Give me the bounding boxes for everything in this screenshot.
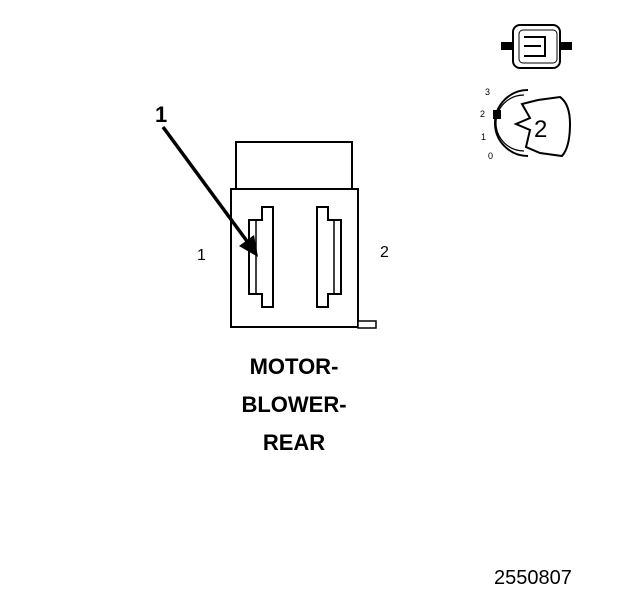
callout-number: 1 (155, 102, 168, 127)
callout-arrowhead (239, 235, 258, 257)
component-title-line-1: MOTOR- (249, 354, 339, 379)
key-position-0: 0 (488, 151, 494, 161)
ignition-key-icon (493, 89, 572, 158)
key-number: 2 (534, 116, 548, 143)
pin-label-1: 1 (197, 247, 206, 264)
connector-top-cap (235, 141, 353, 191)
callout-leader-line (161, 125, 254, 250)
key-position-1: 1 (481, 132, 487, 142)
terminal-cavity-1 (248, 206, 274, 308)
key-position-3: 3 (485, 87, 491, 97)
component-title-line-3: REAR (262, 430, 326, 455)
figure-number: 2550807 (494, 567, 572, 589)
connector-latch-tab (357, 320, 377, 329)
key-position-2: 2 (480, 109, 486, 119)
component-title-line-2: BLOWER- (241, 392, 347, 417)
terminal-cavity-2 (316, 206, 342, 308)
pin-label-2: 2 (380, 244, 389, 261)
connector-face-icon (501, 24, 572, 69)
